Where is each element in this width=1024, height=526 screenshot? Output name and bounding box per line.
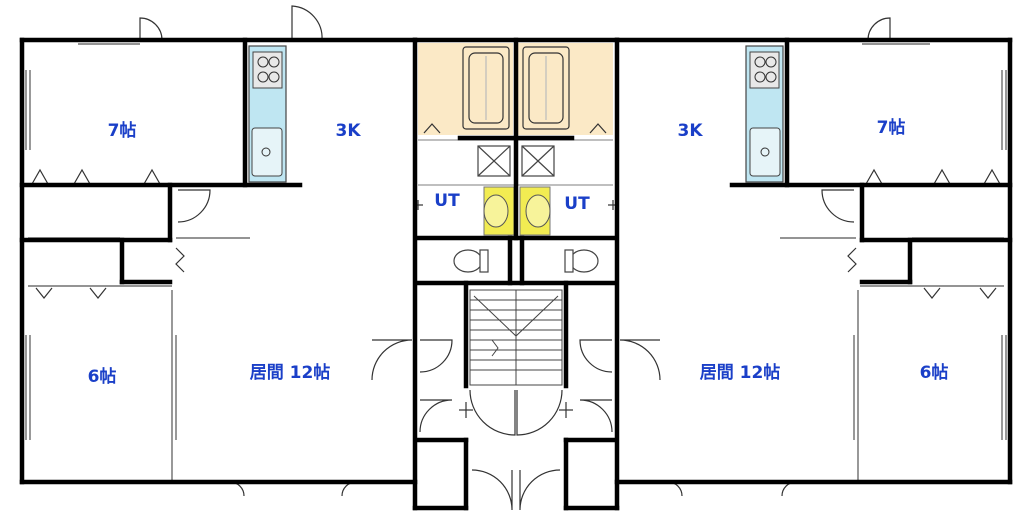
- right-kitchen-label: 3K: [677, 121, 703, 141]
- right-living-label: 居間 12帖: [700, 362, 781, 383]
- right-toilet: [564, 249, 599, 273]
- left-toilet: [453, 249, 489, 273]
- left-ut-label: UT: [434, 191, 460, 211]
- walls: [19, 37, 1013, 511]
- left-living-label: 居間 12帖: [250, 362, 331, 383]
- closet-door-markers: [31, 168, 1001, 299]
- right-ut-label: UT: [564, 194, 590, 214]
- right-washer: [521, 145, 555, 177]
- right-kitchen-counter: [745, 45, 784, 183]
- left-kitchen-label: 3K: [335, 121, 361, 141]
- left-wash-basin: [483, 186, 515, 236]
- right-bathtub: [522, 46, 570, 130]
- staircase: [469, 289, 563, 386]
- right-wash-basin: [519, 186, 551, 236]
- left-bathtub: [462, 46, 510, 130]
- right-bedroom-6-label: 6帖: [920, 362, 949, 383]
- right-bedroom-7-label: 7帖: [877, 117, 906, 138]
- right-bath-door: [589, 123, 607, 134]
- left-washer: [477, 145, 511, 177]
- left-bedroom-7-label: 7帖: [108, 120, 137, 141]
- left-bedroom-6-label: 6帖: [88, 366, 117, 387]
- left-kitchen-counter: [248, 45, 287, 183]
- left-bath-door: [423, 123, 441, 134]
